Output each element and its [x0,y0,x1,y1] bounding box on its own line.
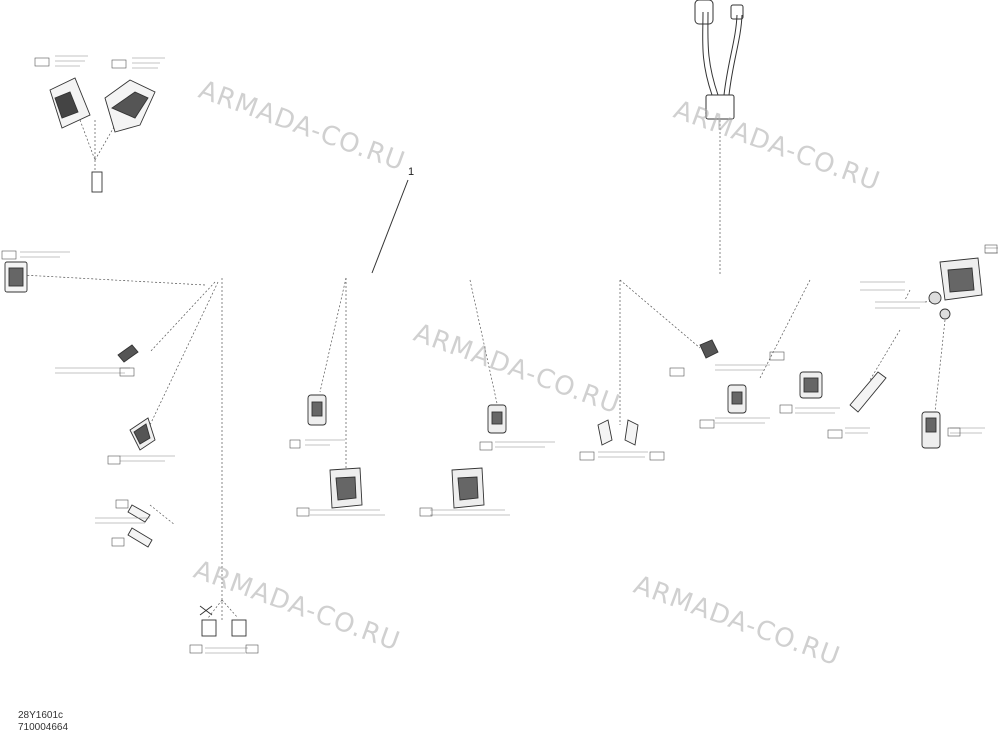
harness-branch-center-right [469,279,499,409]
harness-branch-sensor [149,281,219,426]
harness-branch-sensor-right [869,329,901,381]
callout-leader-line [371,179,409,274]
connector-ecu [939,257,983,301]
connector-sensor-left [129,417,156,451]
connector-large-left [329,467,363,509]
battery-cable-harness [694,0,744,120]
harness-branch-bottom-b [221,599,239,619]
reference-code-boxes [1,57,998,654]
harness-branch-far-left [21,274,206,286]
connector-prh [699,339,719,359]
connector-rls-pair [127,504,153,548]
connector-center-right [487,404,507,434]
sensor-probe [849,371,887,413]
harness-branch-speed [934,319,946,413]
connector-right-center [727,384,747,414]
connector-terminal-pair [597,419,639,446]
connector-pair-top-left [49,77,156,193]
harness-branch-bottom-a [207,599,223,619]
connector-relay [799,371,823,399]
connector-center-left [307,394,327,426]
harness-branch-far-right [759,279,811,379]
callout-number: 1 [408,166,415,178]
harness-branch-rlh [149,281,216,353]
doc-code-line2: 710004664 [18,722,69,733]
connector-large-right [451,467,485,509]
speed-sensor [921,411,941,449]
doc-code-line1: 28Y1601c [18,710,64,721]
label-placeholders [20,55,998,654]
harness-branch-center-left [319,277,347,393]
harness-branch-prh [619,279,701,349]
harness-branch-top-left-a [79,119,96,161]
harness-branch-rls [149,504,176,526]
harness-branch-ground [904,289,911,301]
connector-accessory-pair [199,605,247,637]
connector-rlh [117,344,139,363]
ground-stud [928,291,951,320]
connector-left-edge [4,261,28,293]
